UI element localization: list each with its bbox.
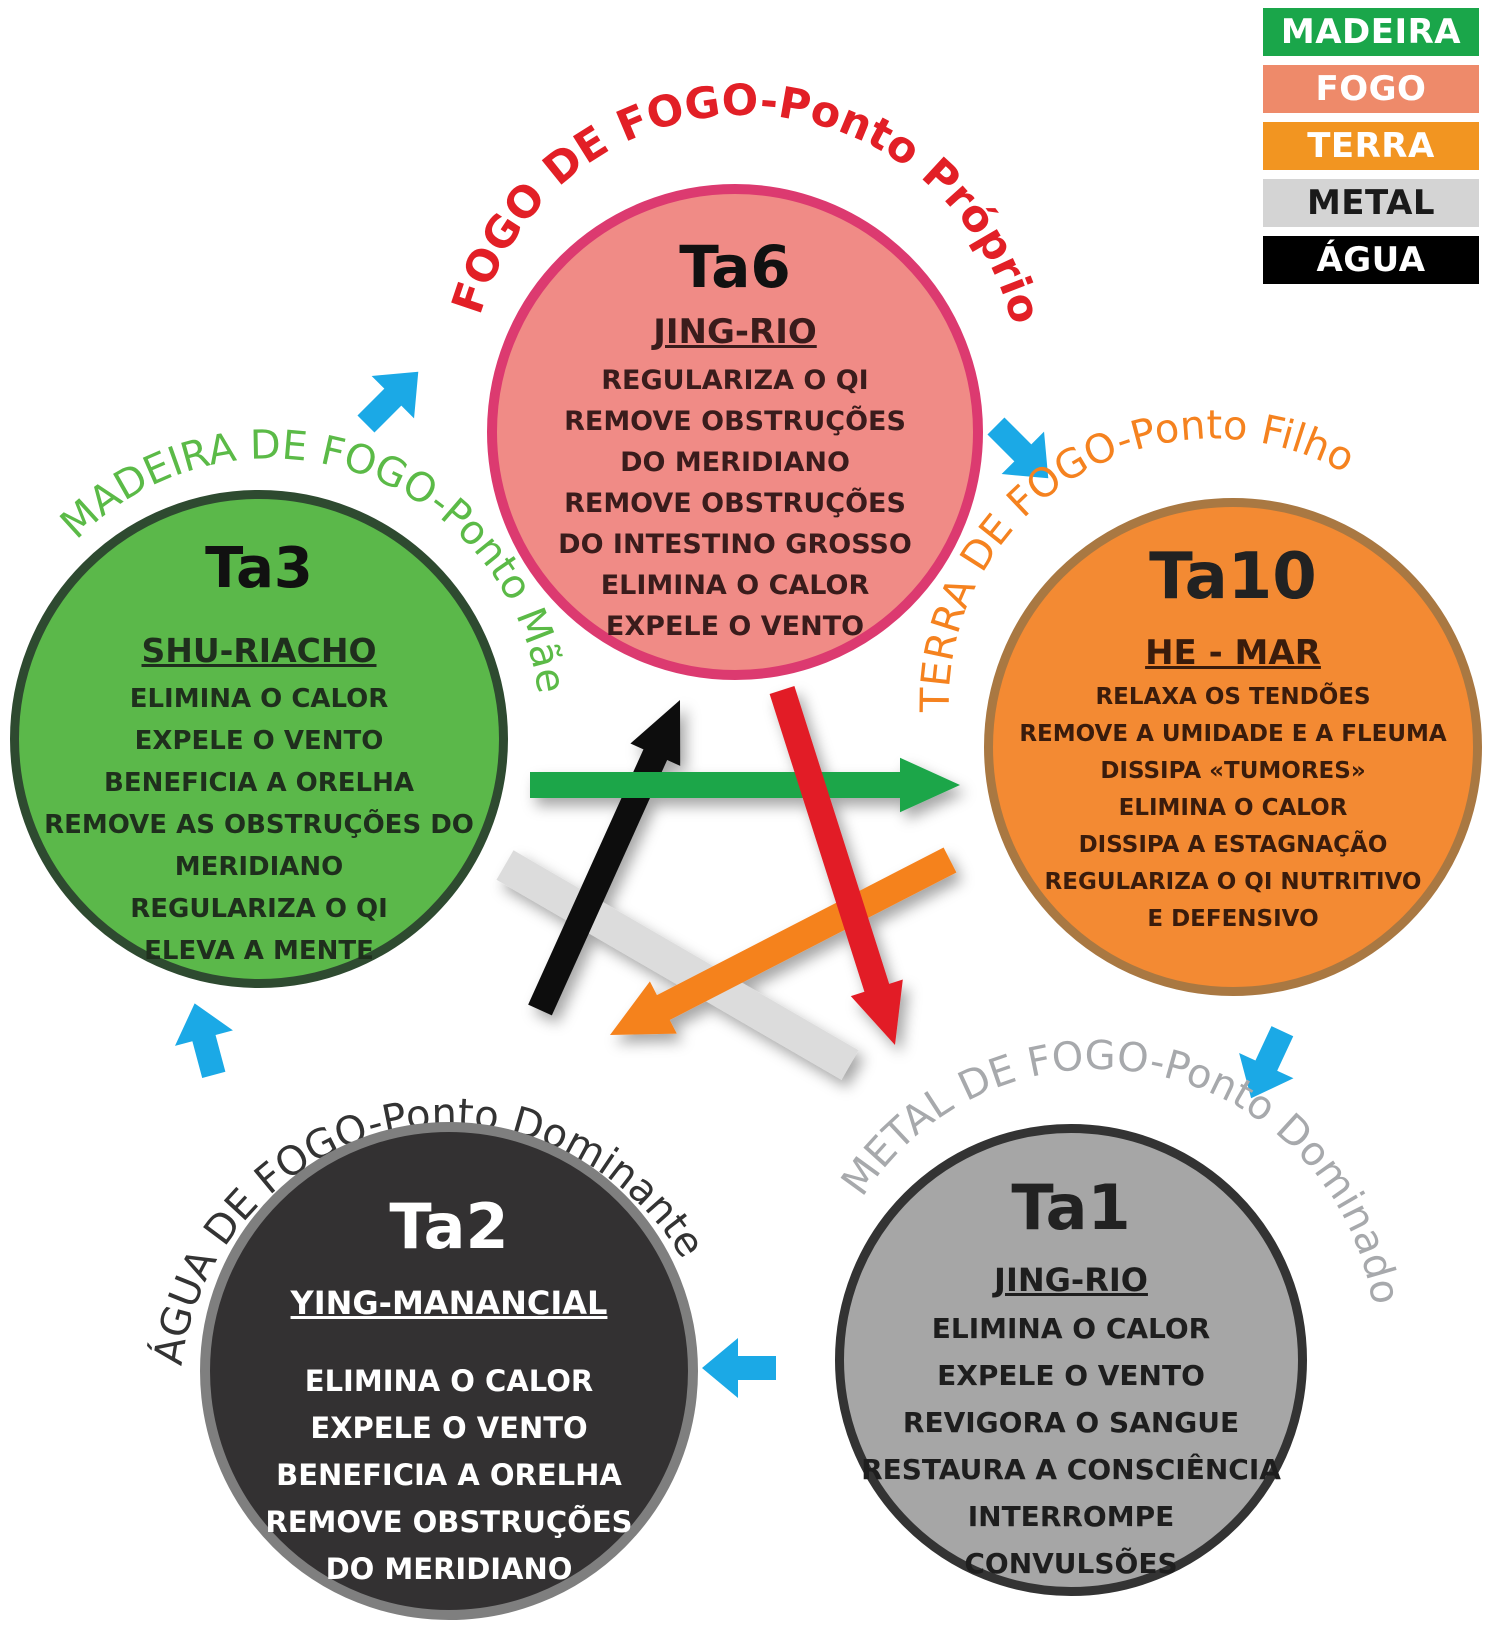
legend-item-madeira: MADEIRA bbox=[1263, 8, 1479, 56]
legend-item-agua: ÁGUA bbox=[1263, 236, 1479, 284]
point-type-ta3: SHU-RIACHO bbox=[141, 631, 377, 670]
action-line: DO MERIDIANO bbox=[620, 447, 850, 478]
legend-item-metal: METAL bbox=[1263, 179, 1479, 227]
action-line: REMOVE AS OBSTRUÇÕES DO bbox=[44, 810, 474, 840]
cycle-arrow-ta1-to-ta2 bbox=[702, 1338, 776, 1398]
point-code-ta10: Ta10 bbox=[1149, 540, 1317, 614]
action-line: RESTAURA A CONSCIÊNCIA bbox=[861, 1453, 1281, 1486]
cycle-arrow-ta6-to-ta10 bbox=[987, 417, 1049, 479]
action-line: REMOVE OBSTRUÇÕES bbox=[265, 1505, 633, 1539]
action-line: ELIMINA O CALOR bbox=[1118, 795, 1348, 821]
circle-ta3: Ta3 SHU-RIACHO ELIMINA O CALOR EXPELE O … bbox=[10, 490, 508, 988]
point-type-ta2: YING-MANANCIAL bbox=[290, 1284, 608, 1322]
point-actions-ta6: REGULARIZA O QI REMOVE OBSTRUÇÕES DO MER… bbox=[497, 360, 973, 647]
action-line: DO MERIDIANO bbox=[325, 1552, 573, 1586]
action-line: ELIMINA O CALOR bbox=[600, 570, 870, 601]
action-line: EXPELE O VENTO bbox=[134, 726, 384, 756]
action-line: EXPELE O VENTO bbox=[605, 611, 865, 642]
point-type-ta6: JING-RIO bbox=[653, 312, 817, 352]
point-code-ta2: Ta2 bbox=[389, 1190, 509, 1263]
point-type-ta1: JING-RIO bbox=[994, 1261, 1148, 1299]
cycle-arrows bbox=[174, 371, 1294, 1398]
circle-ta10: Ta10 HE - MAR RELAXA OS TENDÕES REMOVE A… bbox=[984, 498, 1482, 996]
action-line: CONVULSÕES bbox=[964, 1547, 1178, 1580]
circle-ta2: Ta2 YING-MANANCIAL ELIMINA O CALOR EXPEL… bbox=[200, 1122, 698, 1620]
cycle-arrow-ta10-to-ta1 bbox=[1239, 1026, 1294, 1099]
point-actions-ta10: RELAXA OS TENDÕES REMOVE A UMIDADE E A F… bbox=[993, 679, 1473, 938]
point-code-ta6: Ta6 bbox=[679, 233, 791, 301]
legend-item-terra: TERRA bbox=[1263, 122, 1479, 170]
action-line: ELIMINA O CALOR bbox=[931, 1312, 1211, 1345]
action-line: REVIGORA O SANGUE bbox=[902, 1406, 1240, 1439]
action-line: EXPELE O VENTO bbox=[937, 1359, 1205, 1392]
action-line: INTERROMPE bbox=[967, 1500, 1175, 1533]
point-actions-ta1: ELIMINA O CALOR EXPELE O VENTO REVIGORA … bbox=[844, 1305, 1298, 1587]
point-code-ta1: Ta1 bbox=[1011, 1171, 1131, 1244]
star-arrow-green bbox=[530, 757, 960, 813]
action-line: DISSIPA A ESTAGNAÇÃO bbox=[1078, 832, 1388, 858]
star-arrows bbox=[496, 686, 960, 1080]
action-line: DO INTESTINO GROSSO bbox=[558, 529, 912, 560]
star-arrow-orange bbox=[610, 847, 957, 1036]
action-line: ELEVA A MENTE bbox=[144, 936, 374, 966]
point-actions-ta2: ELIMINA O CALOR EXPELE O VENTO BENEFICIA… bbox=[210, 1358, 688, 1593]
action-line: DISSIPA «TUMORES» bbox=[1100, 758, 1366, 784]
action-line: REMOVE A UMIDADE E A FLEUMA bbox=[1019, 721, 1447, 747]
action-line: REGULARIZA O QI bbox=[601, 365, 869, 396]
action-line: ELIMINA O CALOR bbox=[304, 1364, 594, 1398]
legend-item-fogo: FOGO bbox=[1263, 65, 1479, 113]
action-line: REMOVE OBSTRUÇÕES bbox=[564, 488, 906, 519]
cycle-arrow-ta2-to-ta3 bbox=[174, 1003, 233, 1078]
action-line: REMOVE OBSTRUÇÕES bbox=[564, 406, 906, 437]
point-actions-ta3: ELIMINA O CALOR EXPELE O VENTO BENEFICIA… bbox=[19, 678, 499, 972]
action-line: ELIMINA O CALOR bbox=[129, 684, 389, 714]
point-code-ta3: Ta3 bbox=[205, 536, 313, 601]
legend: MADEIRA FOGO TERRA METAL ÁGUA bbox=[1263, 8, 1479, 293]
action-line: MERIDIANO bbox=[174, 852, 344, 882]
action-line: RELAXA OS TENDÕES bbox=[1095, 684, 1371, 710]
cycle-arrow-ta3-to-ta6 bbox=[357, 371, 419, 433]
action-line: BENEFICIA A ORELHA bbox=[276, 1458, 622, 1492]
action-line: E DEFENSIVO bbox=[1147, 906, 1319, 932]
action-line: REGULARIZA O QI bbox=[130, 894, 388, 924]
point-type-ta10: HE - MAR bbox=[1145, 633, 1321, 673]
action-line: BENEFICIA A ORELHA bbox=[104, 768, 414, 798]
star-arrow-red bbox=[769, 686, 903, 1045]
circle-ta1: Ta1 JING-RIO ELIMINA O CALOR EXPELE O VE… bbox=[835, 1124, 1307, 1596]
circle-ta6: Ta6 JING-RIO REGULARIZA O QI REMOVE OBST… bbox=[487, 184, 983, 680]
action-line: EXPELE O VENTO bbox=[310, 1411, 588, 1445]
action-line: REGULARIZA O QI NUTRITIVO bbox=[1044, 869, 1422, 895]
